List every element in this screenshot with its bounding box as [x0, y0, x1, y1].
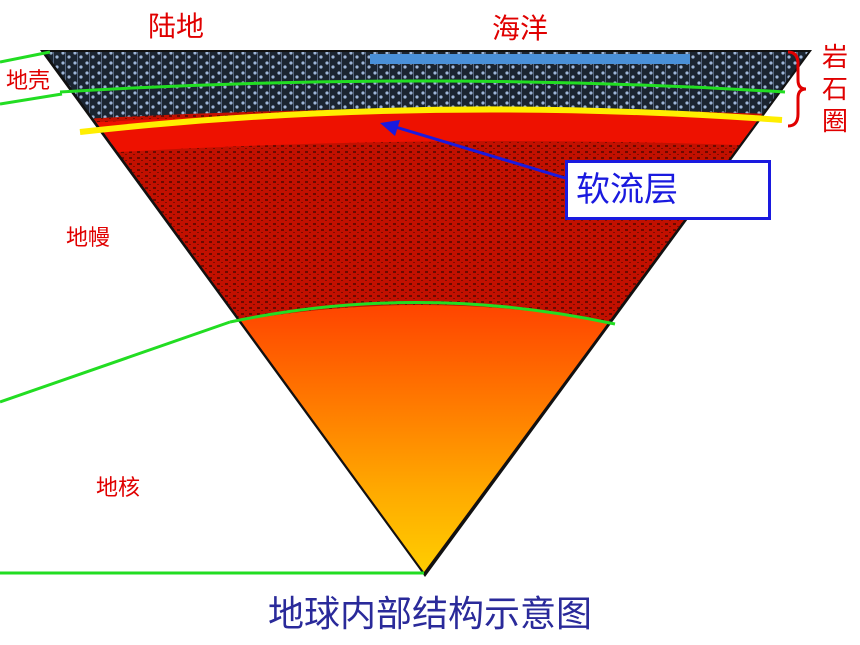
core-label: 地核	[96, 476, 140, 501]
lithosphere-label-char: 岩	[821, 43, 848, 73]
core-mantle-boundary	[229, 301, 616, 326]
ocean-surface	[370, 54, 690, 64]
crust-leader-line-lower	[0, 92, 63, 106]
asthenosphere-callout: 软流层	[565, 160, 771, 220]
lithosphere-label: 岩石圈	[815, 42, 855, 138]
crust-inner-boundary	[59, 79, 786, 94]
mantle-label: 地幔	[66, 226, 110, 251]
lithosphere-label-char: 圈	[821, 107, 848, 137]
land-label: 陆地	[148, 10, 204, 43]
asthenosphere-boundary	[79, 106, 783, 135]
asthenosphere-arrow	[391, 124, 566, 180]
ocean-label: 海洋	[492, 12, 548, 45]
lithosphere-label-char: 石	[821, 75, 848, 105]
asthenosphere-arrowhead	[380, 120, 400, 136]
asthenosphere-label: 软流层	[576, 170, 678, 210]
diagram-caption: 地球内部结构示意图	[267, 594, 592, 635]
mantle-leader-line	[0, 320, 231, 404]
crust-label: 地壳	[6, 69, 50, 94]
crust-leader-line	[0, 50, 51, 64]
lithosphere-brace	[787, 50, 807, 128]
asthenosphere-layer	[45, 111, 808, 160]
